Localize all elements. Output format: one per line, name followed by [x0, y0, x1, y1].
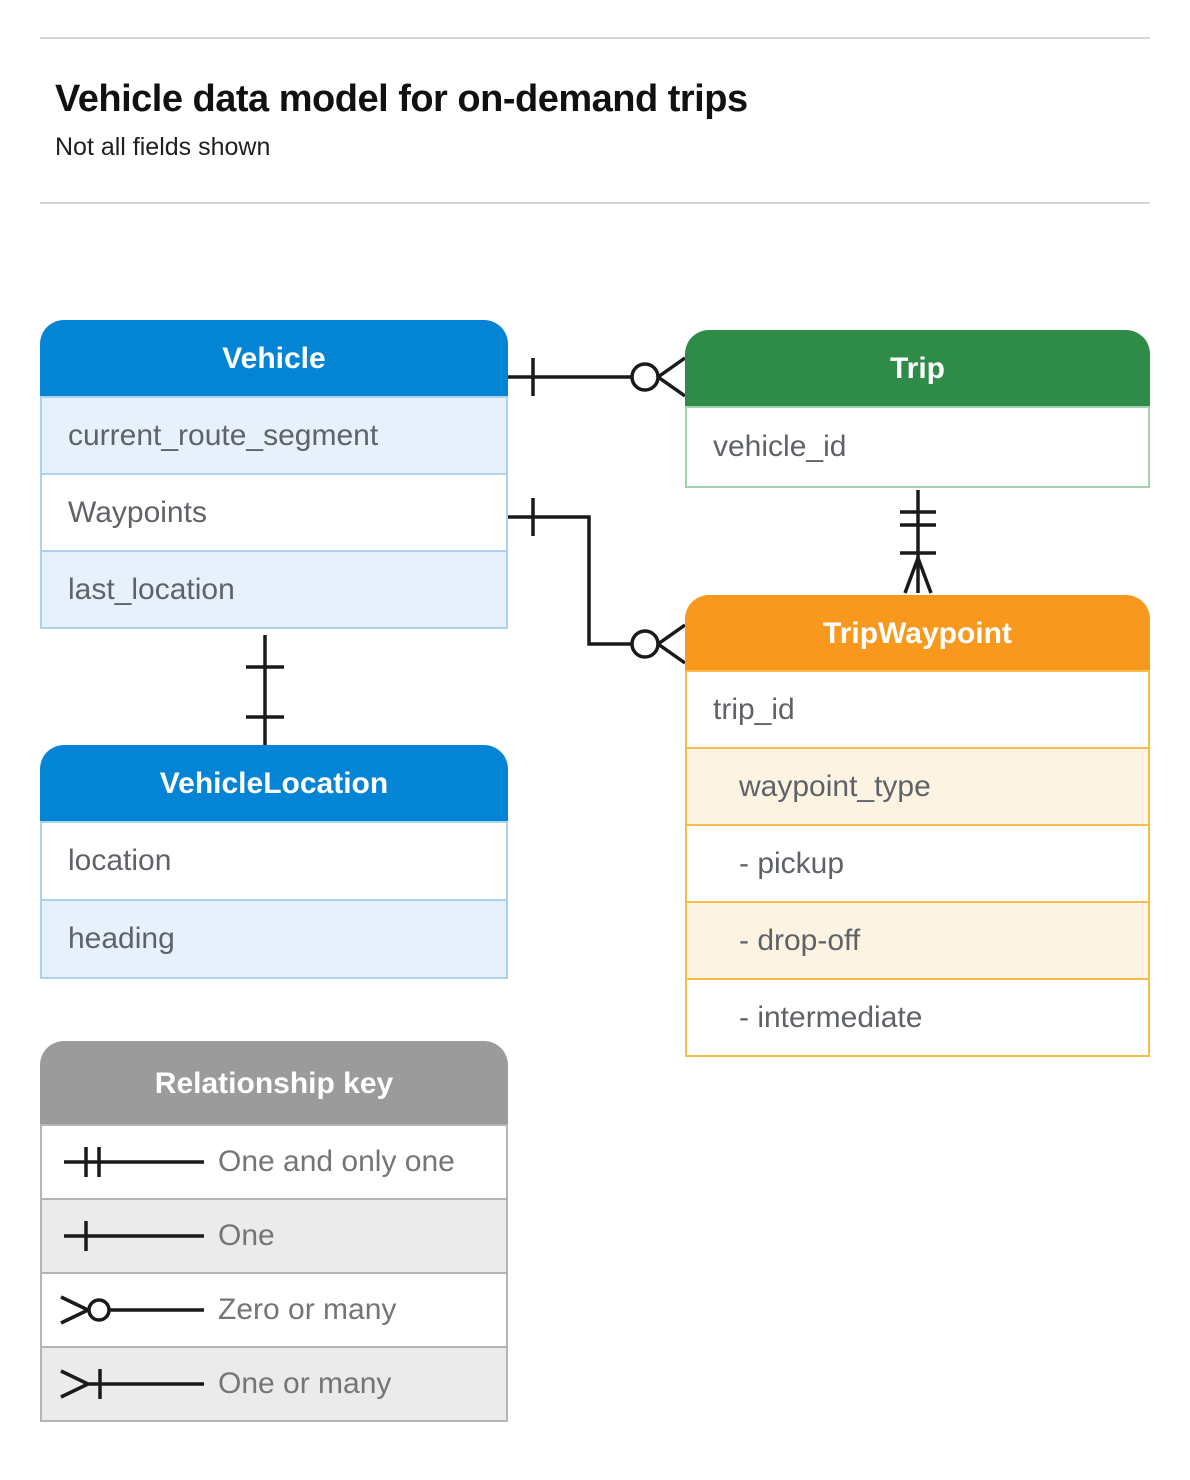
zero-or-many-icon [60, 1295, 204, 1325]
field-heading: heading [40, 899, 508, 979]
entity-vehicle-title: Vehicle [40, 320, 508, 398]
one-and-only-one-ticks [900, 512, 936, 525]
key-row-one-and-only-one: One and only one [40, 1124, 508, 1200]
connector-vehicle-trip [508, 358, 685, 396]
one-and-only-one-icon [64, 1147, 204, 1177]
field-last-location: last_location [40, 550, 508, 629]
key-label: One [218, 1219, 275, 1252]
connector-trip-tripwaypoint [900, 490, 936, 593]
field-waypoint-type-intermediate: - intermediate [685, 978, 1150, 1057]
zero-circle [632, 631, 658, 657]
page-subtitle: Not all fields shown [55, 133, 271, 161]
key-label: Zero or many [218, 1293, 397, 1326]
key-row-zero-or-many: Zero or many [40, 1272, 508, 1348]
one-icon [64, 1221, 204, 1251]
entity-trip-title: Trip [685, 330, 1150, 408]
key-label: One or many [218, 1367, 392, 1400]
key-label: One and only one [218, 1145, 455, 1178]
field-vehicle-id: vehicle_id [685, 406, 1150, 488]
field-current-route-segment: current_route_segment [40, 396, 508, 475]
one-or-many-icon [60, 1369, 204, 1399]
entity-vehiclelocation-title: VehicleLocation [40, 745, 508, 823]
crow-foot [658, 358, 685, 396]
field-waypoint-type: waypoint_type [685, 747, 1150, 826]
field-trip-id: trip_id [685, 670, 1150, 749]
top-divider [40, 37, 1150, 39]
relationship-key-title: Relationship key [40, 1041, 508, 1126]
entity-vehiclelocation: VehicleLocation location heading [40, 745, 508, 979]
header-divider [40, 202, 1150, 204]
connector-vehicle-vehiclelocation [246, 635, 284, 745]
entity-tripwaypoint: TripWaypoint trip_id waypoint_type - pic… [685, 595, 1150, 1057]
key-row-one: One [40, 1198, 508, 1274]
zero-circle [632, 364, 658, 390]
entity-vehicle: Vehicle current_route_segment Waypoints … [40, 320, 508, 629]
crow-foot [658, 625, 685, 663]
field-waypoints: Waypoints [40, 473, 508, 552]
entity-tripwaypoint-title: TripWaypoint [685, 595, 1150, 672]
key-row-one-or-many: One or many [40, 1346, 508, 1422]
field-location: location [40, 821, 508, 901]
relationship-key: Relationship key One and only one One Ze… [40, 1041, 508, 1422]
field-waypoint-type-dropoff: - drop-off [685, 901, 1150, 980]
connector-waypoints-tripwaypoint [508, 498, 685, 663]
crow-foot [905, 558, 931, 593]
page-title: Vehicle data model for on-demand trips [55, 78, 748, 120]
entity-trip: Trip vehicle_id [685, 330, 1150, 488]
field-waypoint-type-pickup: - pickup [685, 824, 1150, 903]
